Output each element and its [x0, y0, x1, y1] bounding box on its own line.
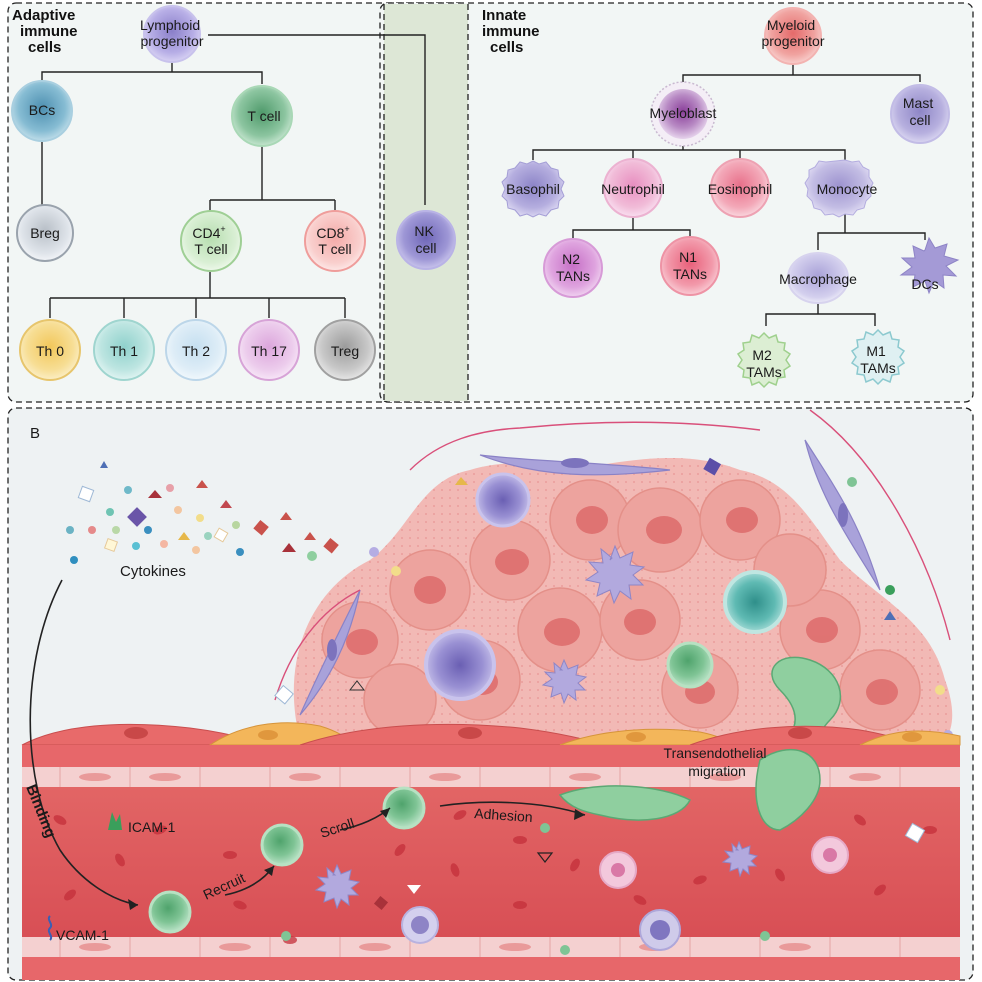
- innate-tree-lines: [532, 64, 926, 326]
- mast-label-2: cell: [909, 112, 930, 128]
- m2-label-2: TAMs: [746, 364, 782, 380]
- monocyte-cell: Monocyte: [804, 159, 878, 218]
- lymphoid-progenitor-cell: Lymphoid progenitor: [140, 5, 204, 63]
- m1-label-1: M1: [866, 343, 886, 359]
- m1-label-2: TAMs: [860, 360, 896, 376]
- cd4-t-cell: CD4+ T cell: [180, 210, 242, 272]
- n1-label-2: TANs: [673, 266, 707, 282]
- eosinophil-cell: Eosinophil: [708, 158, 773, 218]
- breg-label: Breg: [30, 225, 60, 241]
- dcs-label: DCs: [911, 276, 938, 292]
- mast-label-1: Mast: [903, 95, 933, 111]
- n1-label-1: N1: [679, 249, 697, 265]
- b-cell: BCs: [11, 80, 73, 142]
- th2-label: Th 2: [182, 343, 210, 359]
- cd8-label-2: T cell: [318, 241, 351, 257]
- vcam-label: VCAM-1: [56, 927, 109, 943]
- svg-text:Lymphoid progenitor: Lymphoid progenitor: [140, 17, 204, 49]
- svg-text:N1 TANs: N1 TANs: [673, 249, 707, 282]
- blood-vessel: [22, 745, 960, 980]
- endothelial-layer: [21, 722, 961, 746]
- myeloid-progenitor-cell: Myeloid progenitor: [761, 7, 825, 65]
- svg-text:Myeloid progenitor: Myeloid progenitor: [761, 17, 824, 49]
- cd4-sup: +: [220, 224, 225, 234]
- treg-cell: Treg: [314, 319, 376, 381]
- neutrophil-label: Neutrophil: [601, 181, 665, 197]
- svg-text:NK cell: NK cell: [414, 223, 437, 256]
- m1-tams-cell: M1 TAMs: [850, 328, 906, 386]
- n2-label-1: N2: [562, 251, 580, 267]
- panel-b: B: [7, 407, 974, 981]
- adhesion-label: Adhesion: [474, 805, 533, 825]
- macrophage-cell: Macrophage: [779, 252, 857, 304]
- mast-cell: Mast cell: [890, 84, 950, 144]
- myeloid-label-1: Myeloid: [767, 17, 815, 33]
- transendothelial-label: Transendothelial migration: [664, 745, 771, 779]
- th1-cell: Th 1: [93, 319, 155, 381]
- leukocyte-binding: [148, 890, 192, 934]
- leukocyte-adhesion: [558, 785, 692, 821]
- adaptive-tree-lines: [41, 34, 426, 318]
- nk-overlap-band: [384, 4, 468, 401]
- n2-label-2: TANs: [556, 268, 590, 284]
- myeloblast-cell: Myeloblast: [650, 81, 717, 147]
- adaptive-panel-box: [7, 2, 469, 403]
- th0-cell: Th 0: [19, 319, 81, 381]
- neutrophil-cell: Neutrophil: [601, 158, 665, 218]
- leukocyte-scroll: [382, 786, 426, 830]
- cytokines-label: Cytokines: [120, 563, 186, 580]
- cd8-sup: +: [344, 224, 349, 234]
- dcs-cell: DCs: [899, 236, 960, 295]
- leukocyte-recruit: [260, 823, 304, 867]
- th17-label: Th 17: [251, 343, 287, 359]
- cd4-label: CD4: [192, 225, 220, 241]
- n1-tans-cell: N1 TANs: [660, 236, 720, 296]
- m2-tams-cell: M2 TAMs: [736, 331, 792, 389]
- svg-text:Mast cell: Mast cell: [903, 95, 937, 128]
- th2-cell: Th 2: [165, 319, 227, 381]
- monocyte-label: Monocyte: [817, 181, 878, 197]
- basophil-cell: Basophil: [501, 160, 565, 218]
- svg-text:CD8+ T cell: CD8+ T cell: [316, 219, 353, 257]
- bcs-label: BCs: [29, 102, 55, 118]
- lymphoid-label-2: progenitor: [140, 33, 203, 49]
- adaptive-title: Adaptive immune cells: [12, 7, 82, 56]
- panel-b-label: B: [30, 425, 40, 442]
- nk-cell: NK cell: [396, 210, 456, 270]
- th17-cell: Th 17: [238, 319, 300, 381]
- m2-label-1: M2: [752, 347, 772, 363]
- panel-a: Adaptive immune cells Innate immune cell…: [7, 2, 974, 403]
- basophil-label: Basophil: [506, 181, 560, 197]
- t-cell-label: T cell: [247, 108, 280, 124]
- cd8-label: CD8: [316, 225, 344, 241]
- svg-text:N2 TANs: N2 TANs: [556, 251, 590, 284]
- breg-cell: Breg: [16, 204, 74, 262]
- eosinophil-label: Eosinophil: [708, 181, 773, 197]
- treg-label: Treg: [331, 343, 359, 359]
- tumor-capsule: [274, 409, 951, 701]
- svg-text:CD4+ T cell: CD4+ T cell: [192, 219, 229, 257]
- macrophage-label: Macrophage: [779, 271, 857, 287]
- myeloid-label-2: progenitor: [761, 33, 824, 49]
- th0-label: Th 0: [36, 343, 64, 359]
- vcam-receptor-icon: [47, 915, 53, 941]
- cd8-t-cell: CD8+ T cell: [304, 210, 366, 272]
- n2-tans-cell: N2 TANs: [543, 238, 603, 298]
- nk-label-1: NK: [414, 223, 434, 239]
- icam-label: ICAM-1: [128, 819, 176, 835]
- innate-title: Innate immune cells: [482, 7, 544, 56]
- lymphoid-label-1: Lymphoid: [140, 17, 200, 33]
- svg-text:M1 TAMs: M1 TAMs: [860, 343, 896, 376]
- nk-label-2: cell: [415, 240, 436, 256]
- th1-label: Th 1: [110, 343, 138, 359]
- svg-text:M2 TAMs: M2 TAMs: [746, 347, 782, 380]
- icam-receptor-icon: [108, 812, 122, 830]
- t-cell: T cell: [231, 85, 293, 147]
- cd4-label-2: T cell: [194, 241, 227, 257]
- myeloblast-label: Myeloblast: [650, 105, 717, 121]
